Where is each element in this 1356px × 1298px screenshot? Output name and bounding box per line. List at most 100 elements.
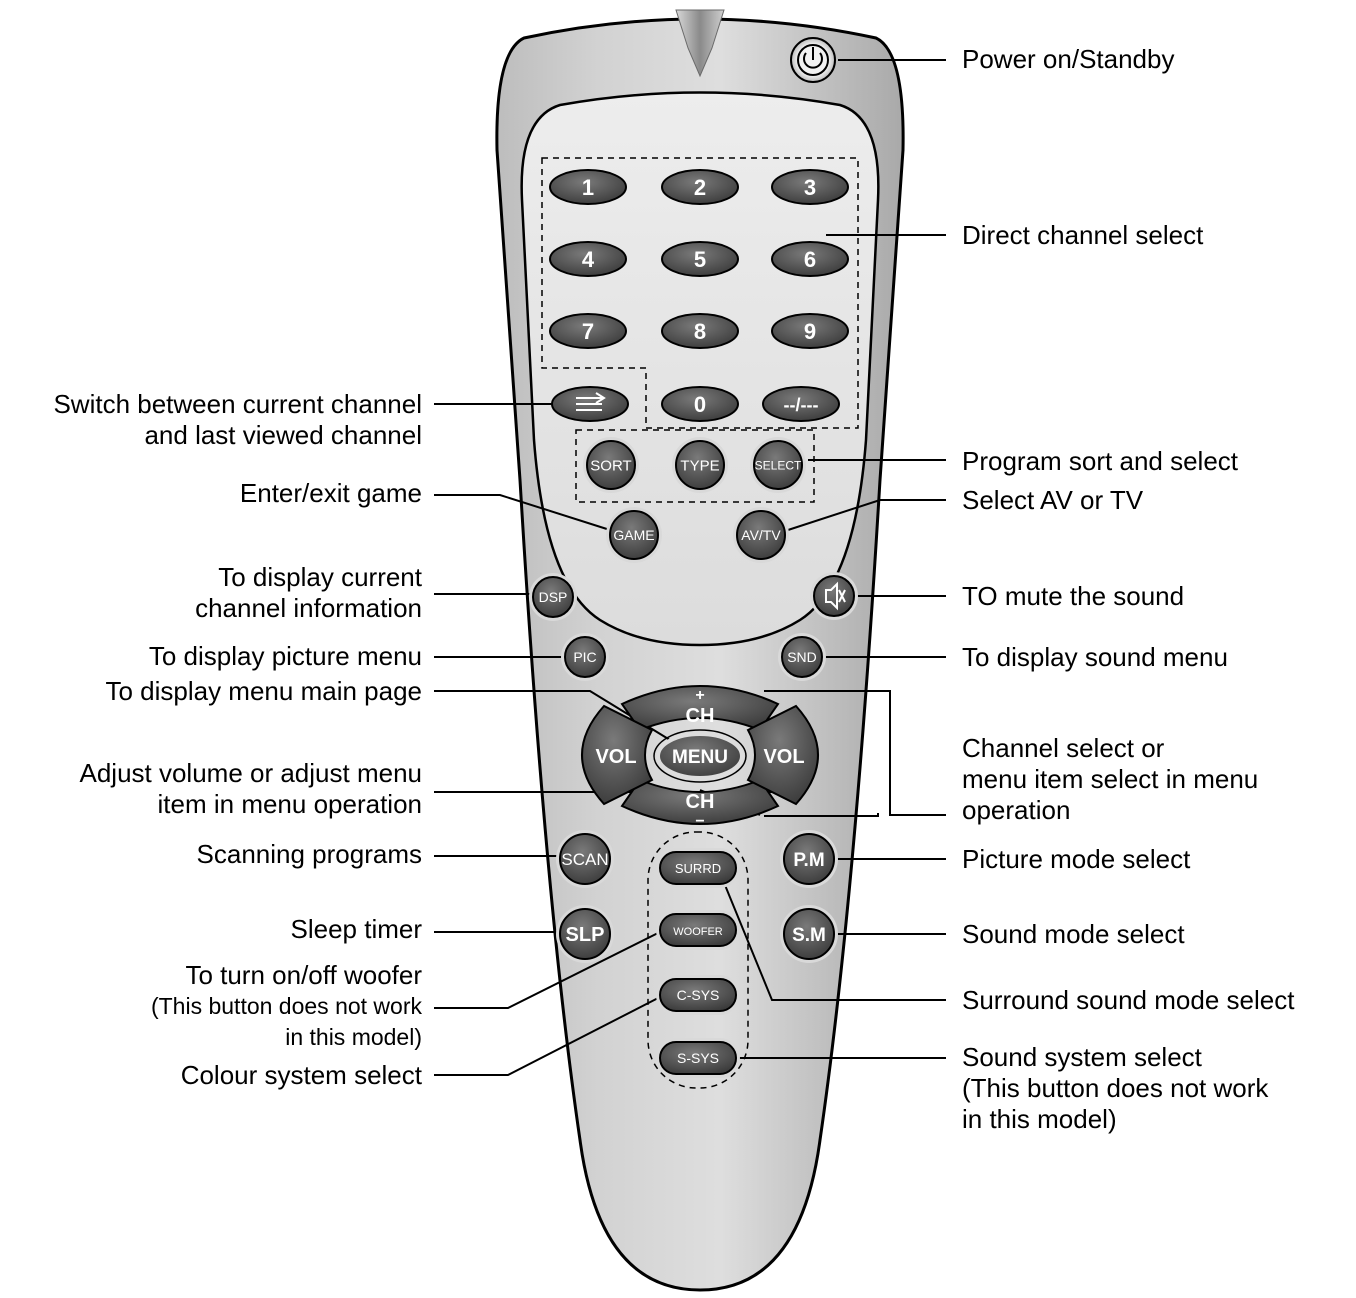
label-sound-system-line1: Sound system select	[962, 1042, 1268, 1073]
ch-up-symbol: +	[695, 687, 704, 704]
vol-up-label: VOL	[763, 746, 804, 768]
select-label: SELECT	[755, 458, 802, 472]
label-power: Power on/Standby	[962, 44, 1174, 75]
label-woofer-line1: To turn on/off woofer	[151, 960, 422, 991]
label-sound-mode-text: Sound mode select	[962, 919, 1185, 950]
label-scanning: Scanning programs	[197, 839, 422, 870]
label-game: Enter/exit game	[240, 478, 422, 509]
label-picture-mode-text: Picture mode select	[962, 844, 1190, 875]
digit-button-8[interactable]: 8	[662, 314, 738, 348]
label-switch-channel: Switch between current channel and last …	[53, 389, 422, 451]
ssys-label: S-SYS	[677, 1050, 719, 1066]
digit-button-3[interactable]: 3	[772, 170, 848, 204]
digit-button-2[interactable]: 2	[662, 170, 738, 204]
dash-button[interactable]: --/---	[763, 387, 839, 421]
label-display-info-line2: channel information	[195, 593, 422, 624]
type-label: TYPE	[680, 457, 719, 474]
dash-label: --/---	[784, 395, 819, 415]
power-button[interactable]	[791, 38, 835, 82]
label-scanning-text: Scanning programs	[197, 839, 422, 870]
label-picture-menu: To display picture menu	[149, 641, 422, 672]
ssys-button[interactable]: S-SYS	[656, 1038, 740, 1078]
label-sound-menu-text: To display sound menu	[962, 642, 1228, 673]
digit-button-1[interactable]: 1	[550, 170, 626, 204]
label-colour-text: Colour system select	[181, 1060, 422, 1091]
label-surround-text: Surround sound mode select	[962, 985, 1294, 1016]
label-picture-mode: Picture mode select	[962, 844, 1190, 875]
pm-button[interactable]: P.M	[780, 830, 838, 888]
ch-up-label: CH	[686, 705, 715, 727]
digit-label: 3	[804, 175, 816, 200]
digit-button-9[interactable]: 9	[772, 314, 848, 348]
type-button[interactable]: TYPE	[672, 437, 728, 493]
vol-down-label: VOL	[595, 746, 636, 768]
digit-label: 4	[582, 247, 595, 272]
label-display-info: To display current channel information	[195, 562, 422, 624]
digit-label: 1	[582, 175, 594, 200]
digit-button-0[interactable]: 0	[662, 387, 738, 421]
digit-label: 5	[694, 247, 706, 272]
avtv-button[interactable]: AV/TV	[733, 507, 789, 563]
slp-button[interactable]: SLP	[556, 905, 614, 963]
label-sleep: Sleep timer	[291, 914, 423, 945]
sort-label: SORT	[590, 457, 631, 474]
surrd-button[interactable]: SURRD	[656, 848, 740, 888]
digit-label: 8	[694, 319, 706, 344]
label-mute-text: TO mute the sound	[962, 581, 1184, 612]
woofer-label: WOOFER	[673, 926, 723, 938]
csys-button[interactable]: C-SYS	[656, 975, 740, 1015]
select-button[interactable]: SELECT	[750, 437, 806, 493]
dsp-button[interactable]: DSP	[529, 573, 577, 621]
scan-label: SCAN	[561, 850, 608, 869]
digit-button-4[interactable]: 4	[550, 242, 626, 276]
surrd-label: SURRD	[675, 861, 721, 876]
digit-label: 2	[694, 175, 706, 200]
digit-button-5[interactable]: 5	[662, 242, 738, 276]
label-menu-main: To display menu main page	[105, 676, 422, 707]
pic-label: PIC	[573, 649, 596, 665]
label-switch-line1: Switch between current channel	[53, 389, 422, 420]
digit-button-6[interactable]: 6	[772, 242, 848, 276]
label-program-sort-text: Program sort and select	[962, 446, 1238, 477]
label-woofer-line3: in this model)	[151, 1022, 422, 1053]
label-surround: Surround sound mode select	[962, 985, 1294, 1016]
pm-label: P.M	[793, 850, 824, 871]
slp-label: SLP	[566, 924, 605, 946]
game-label: GAME	[613, 527, 654, 543]
avtv-label: AV/TV	[741, 527, 781, 543]
woofer-button[interactable]: WOOFER	[656, 910, 740, 950]
label-woofer-line2: (This button does not work	[151, 991, 422, 1022]
mute-button[interactable]	[810, 572, 858, 620]
label-program-sort: Program sort and select	[962, 446, 1238, 477]
menu-label: MENU	[672, 747, 728, 768]
label-direct: Direct channel select	[962, 220, 1203, 251]
sort-button[interactable]: SORT	[583, 437, 639, 493]
pic-button[interactable]: PIC	[561, 633, 609, 681]
digit-label: 0	[694, 392, 706, 417]
label-sound-mode: Sound mode select	[962, 919, 1185, 950]
label-power-text: Power on/Standby	[962, 44, 1174, 75]
recall-button[interactable]	[552, 387, 628, 421]
digit-label: 7	[582, 319, 594, 344]
digit-label: 9	[804, 319, 816, 344]
game-button[interactable]: GAME	[606, 507, 662, 563]
label-menu-main-text: To display menu main page	[105, 676, 422, 707]
scan-button[interactable]: SCAN	[556, 830, 614, 888]
label-sound-system-line2: (This button does not work	[962, 1073, 1268, 1104]
label-sound-system-line3: in this model)	[962, 1104, 1268, 1135]
digit-button-7[interactable]: 7	[550, 314, 626, 348]
ch-down-symbol: −	[695, 813, 704, 830]
snd-button[interactable]: SND	[778, 633, 826, 681]
label-channel-select: Channel select or menu item select in me…	[962, 733, 1258, 826]
label-game-text: Enter/exit game	[240, 478, 422, 509]
digit-label: 6	[804, 247, 816, 272]
label-sleep-text: Sleep timer	[291, 914, 423, 945]
dsp-label: DSP	[539, 589, 568, 605]
snd-label: SND	[787, 649, 817, 665]
label-woofer: To turn on/off woofer (This button does …	[151, 960, 422, 1053]
sm-button[interactable]: S.M	[780, 905, 838, 963]
label-sound-system: Sound system select (This button does no…	[962, 1042, 1268, 1135]
label-channel-line1: Channel select or	[962, 733, 1258, 764]
label-av-tv-text: Select AV or TV	[962, 485, 1143, 516]
